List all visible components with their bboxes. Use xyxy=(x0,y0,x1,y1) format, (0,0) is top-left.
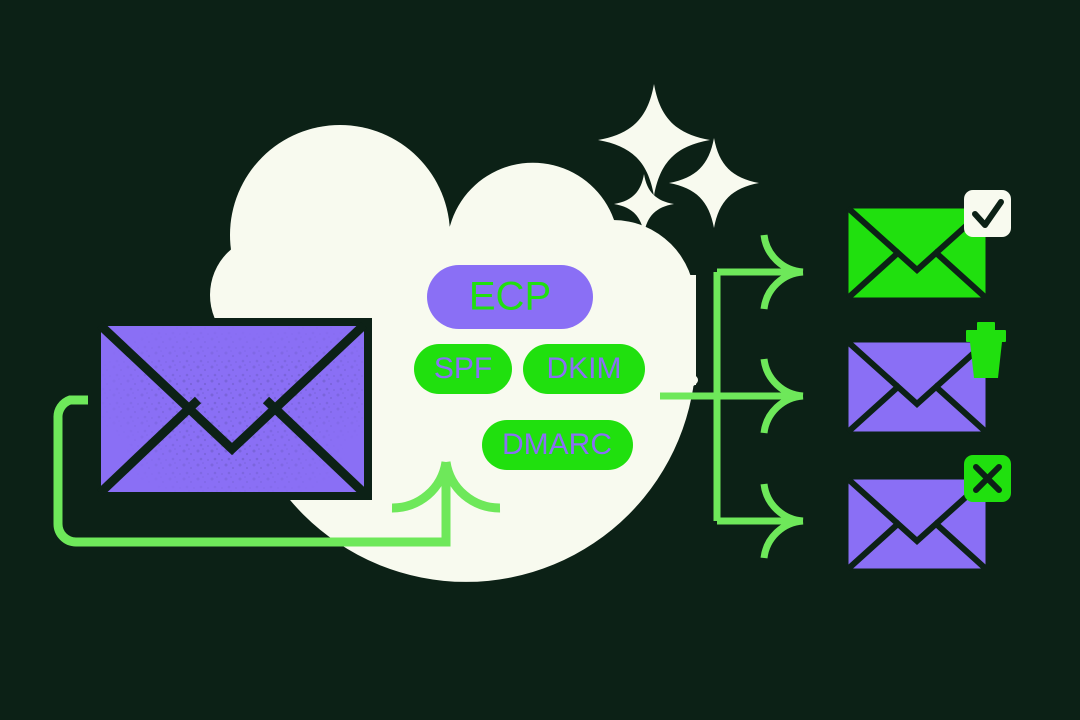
outcome-envelope-junked xyxy=(843,337,991,437)
check-icon xyxy=(972,199,1004,228)
sparkle-large-top xyxy=(598,84,710,196)
arrowhead-3 xyxy=(760,483,804,559)
pill-spf[interactable]: SPF xyxy=(414,344,512,394)
pill-ecp-label: ECP xyxy=(469,275,551,319)
pill-dmarc-label: DMARC xyxy=(502,428,612,461)
source-envelope xyxy=(93,318,372,500)
arrowhead-1 xyxy=(760,234,804,310)
x-badge xyxy=(964,455,1011,502)
sparkle-small-top xyxy=(614,174,674,234)
pill-dmarc[interactable]: DMARC xyxy=(482,420,633,470)
feedback-arrowhead xyxy=(391,461,501,513)
x-icon xyxy=(973,464,1002,493)
pill-dkim[interactable]: DKIM xyxy=(523,344,645,394)
sparkle-small-bottom xyxy=(390,424,450,484)
branch-connector-group xyxy=(660,234,804,559)
pill-ecp-background xyxy=(427,265,593,329)
feedback-path xyxy=(53,395,451,547)
sparkle-medium-top xyxy=(669,138,759,228)
pill-dkim-background xyxy=(523,344,645,394)
pill-dkim-label: DKIM xyxy=(547,352,622,385)
check-badge xyxy=(964,190,1011,237)
arrowhead-2 xyxy=(760,358,804,434)
pill-spf-background xyxy=(414,344,512,394)
pill-spf-label: SPF xyxy=(434,352,492,385)
pill-ecp[interactable]: ECP xyxy=(427,265,593,329)
feedback-loop xyxy=(53,395,501,547)
trash-icon xyxy=(966,322,1006,378)
pill-dmarc-background xyxy=(482,420,633,470)
trash-badge xyxy=(966,322,1006,378)
